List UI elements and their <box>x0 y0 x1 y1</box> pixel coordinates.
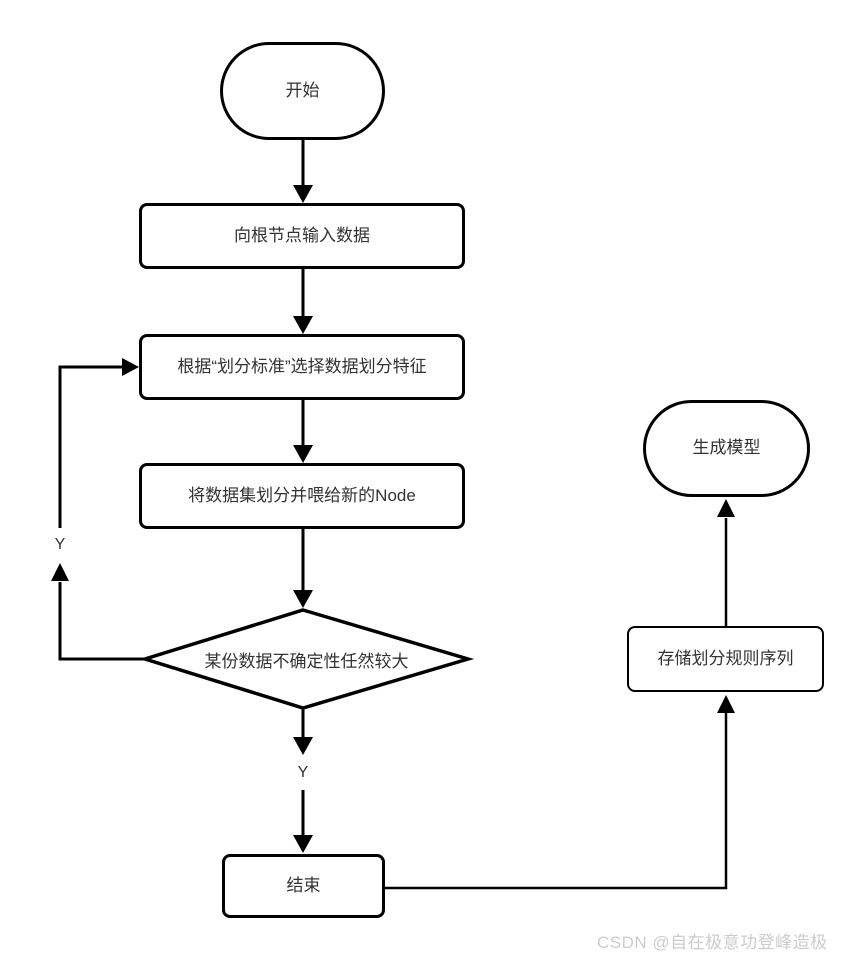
edge-label-exit-yes: Y <box>289 764 317 782</box>
arrowhead-decision-down <box>293 737 313 755</box>
edge-end-to-store <box>385 712 728 890</box>
node-start: 开始 <box>220 42 385 140</box>
arrowhead-start-to-input <box>293 185 313 203</box>
node-start-label: 开始 <box>285 80 320 100</box>
arrowhead-select-to-split <box>293 445 313 463</box>
node-select-split-feature-label: 根据“划分标准”选择数据划分特征 <box>177 356 427 376</box>
arrowhead-into-end <box>293 835 313 853</box>
node-split-and-feed-label: 将数据集划分并喂给新的Node <box>188 485 416 505</box>
node-store-rules: 存储划分规则序列 <box>627 626 824 692</box>
arrowhead-input-to-select <box>293 316 313 334</box>
node-end: 结束 <box>222 854 385 918</box>
arrowhead-store-to-model <box>717 499 735 517</box>
arrowhead-end-to-store <box>717 695 735 713</box>
node-uncertainty-check: 某份数据不确定性任然较大 <box>145 641 468 677</box>
arrowhead-loop-up <box>51 563 69 581</box>
node-uncertainty-check-label: 某份数据不确定性任然较大 <box>204 651 409 671</box>
arrowhead-loop-into-select <box>122 358 139 376</box>
node-store-rules-label: 存储划分规则序列 <box>657 648 794 668</box>
node-input-data: 向根节点输入数据 <box>139 203 465 269</box>
edge-label-loop-yes: Y <box>46 536 74 554</box>
node-generate-model: 生成模型 <box>643 400 810 497</box>
node-end-label: 结束 <box>286 875 321 895</box>
csdn-watermark: CSDN @自在极意功登峰造极 <box>597 933 828 952</box>
edge-loop-upper <box>58 365 123 528</box>
node-generate-model-label: 生成模型 <box>692 438 761 458</box>
node-split-and-feed: 将数据集划分并喂给新的Node <box>139 463 465 529</box>
edge-loop-lower <box>58 582 145 661</box>
node-input-data-label: 向根节点输入数据 <box>234 225 370 245</box>
node-select-split-feature: 根据“划分标准”选择数据划分特征 <box>139 334 465 400</box>
arrowhead-split-to-decision <box>293 590 313 608</box>
